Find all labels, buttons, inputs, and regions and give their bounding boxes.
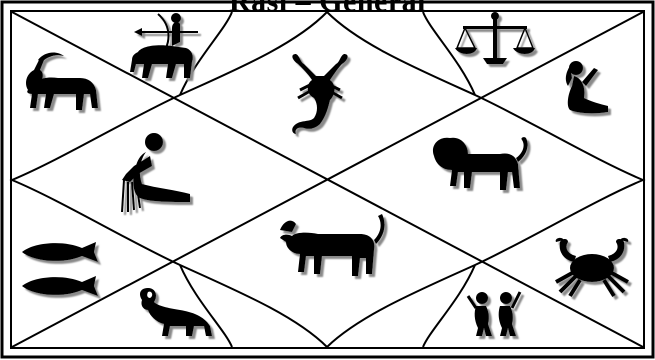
two-fish-icon	[22, 242, 98, 296]
goat-icon	[26, 53, 98, 110]
ram-icon	[140, 288, 212, 336]
scorpion-icon	[292, 54, 347, 134]
lion-icon	[433, 137, 528, 190]
crab-icon	[556, 238, 629, 296]
seated-woman-icon	[566, 61, 608, 113]
water-bearer-icon	[122, 133, 190, 212]
twins-icon	[468, 292, 520, 336]
bull-icon	[280, 214, 384, 276]
scales-icon	[455, 12, 535, 64]
archer-centaur-icon	[130, 13, 198, 78]
